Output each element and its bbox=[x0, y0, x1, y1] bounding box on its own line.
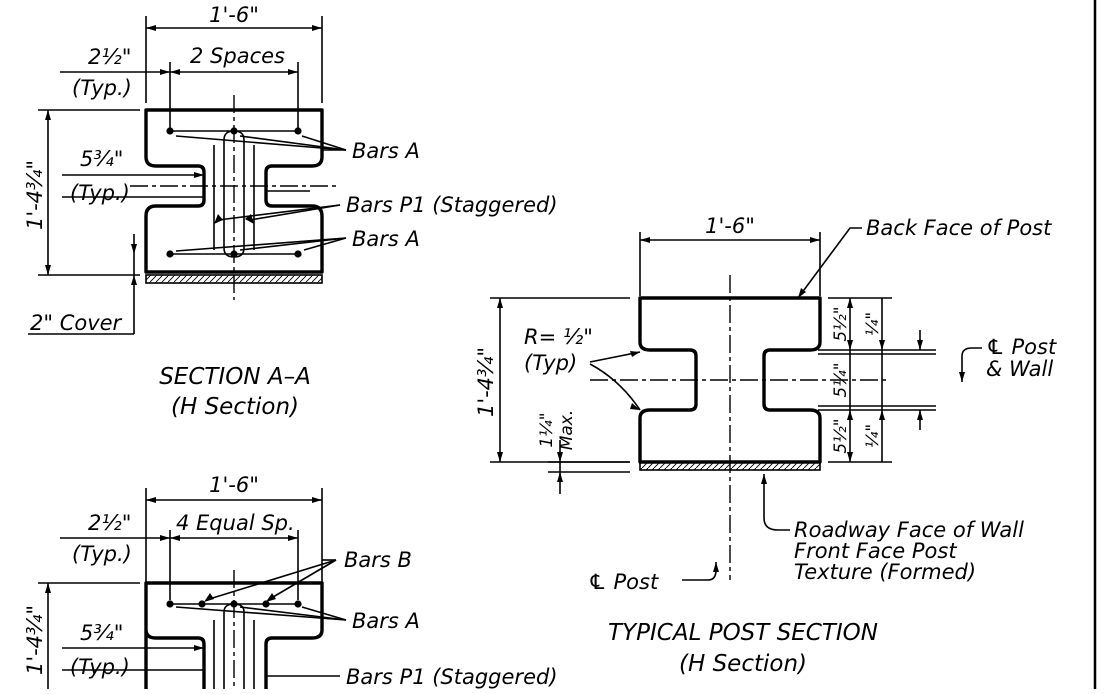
section-aa-leader-bars-p1: Bars P1 (Staggered) bbox=[214, 193, 558, 224]
section-bb-width-dimension: 1'-6" bbox=[145, 473, 323, 582]
section-aa-width-dimension: 1'-6" bbox=[145, 3, 323, 103]
section-aa-edge-label: 2½" bbox=[88, 45, 131, 69]
post-dim-quarter-2: ¼" bbox=[863, 424, 883, 448]
post-radius-callout: R= ½" (Typ) bbox=[524, 325, 641, 411]
post-dim-quarter-1: ¼" bbox=[863, 312, 883, 336]
section-aa-bars-a-top-label: Bars A bbox=[352, 139, 420, 163]
post-centerline-wall-callout: ℄ Post & Wall bbox=[959, 335, 1057, 382]
section-aa-reinforcement bbox=[166, 127, 302, 258]
post-cl-wall-label-2: & Wall bbox=[986, 357, 1053, 381]
post-dim-right-2: 5¼" bbox=[831, 362, 851, 397]
section-bb-leader-bars-p1: Bars P1 (Staggered) bbox=[266, 665, 558, 689]
section-aa-web-typ: (Typ.) bbox=[70, 181, 130, 205]
section-bb-outline bbox=[144, 581, 324, 689]
section-aa-bars-p1-label: Bars P1 (Staggered) bbox=[346, 193, 558, 217]
section-aa-cover-label: 2" Cover bbox=[30, 311, 123, 335]
post-dim-right-1: 5½" bbox=[831, 306, 851, 341]
section-bb-spaces-label: 4 Equal Sp. bbox=[176, 511, 295, 535]
section-aa-web-label: 5¾" bbox=[80, 147, 123, 171]
section-aa-subtitle: (H Section) bbox=[171, 394, 299, 420]
section-bb-edge-label: 2½" bbox=[88, 511, 131, 535]
post-cl-wall-label-1: ℄ Post bbox=[986, 335, 1057, 359]
typical-post-section: 1'-6" Back Face of Post 1'-4¾" R= ½" (Ty… bbox=[474, 214, 1057, 677]
section-aa-title: SECTION A–A bbox=[159, 364, 311, 390]
section-bb-bars-b-label: Bars B bbox=[344, 548, 412, 572]
section-aa-web-dimension: 5¾" (Typ.) bbox=[62, 147, 310, 205]
section-aa-cover-dimension: 2" Cover bbox=[28, 234, 137, 335]
post-title: TYPICAL POST SECTION bbox=[608, 620, 878, 646]
post-roadway-face-callout: Roadway Face of Wall Front Face Post Tex… bbox=[761, 474, 1024, 584]
section-bb-reinforcement bbox=[166, 600, 302, 689]
post-dim-right-3: 5½" bbox=[831, 418, 851, 453]
post-centerline-callout: ℄ Post bbox=[588, 562, 719, 594]
section-aa: 1'-6" 2½" (Typ.) 2 Spaces 1'-4¾" bbox=[23, 3, 558, 420]
section-bb-height-label: 1'-4¾" bbox=[23, 605, 47, 675]
post-max-dimension: 1¼" Max. bbox=[537, 410, 630, 494]
post-max-label: Max. bbox=[557, 410, 577, 451]
section-bb-height-dimension: 1'-4¾" bbox=[23, 582, 140, 689]
post-width-label: 1'-6" bbox=[705, 214, 755, 238]
section-aa-leader-bars-a-bottom: Bars A bbox=[175, 227, 420, 252]
post-back-face-leader: Back Face of Post bbox=[797, 216, 1052, 299]
section-aa-leader-bars-a-top: Bars A bbox=[175, 135, 420, 163]
section-bb-bars-p1-label: Bars P1 (Staggered) bbox=[346, 665, 558, 689]
section-bb-edge-typ: (Typ.) bbox=[72, 542, 132, 566]
section-aa-outline bbox=[144, 108, 324, 274]
post-height-label: 1'-4¾" bbox=[474, 347, 498, 417]
post-cl-label: ℄ Post bbox=[588, 570, 659, 594]
section-bb-web-dimension: 5¾" (Typ.) bbox=[62, 621, 204, 679]
post-max-value: 1¼" bbox=[537, 412, 557, 447]
section-bb-web-label: 5¾" bbox=[80, 621, 123, 645]
section-aa-height-dimension: 1'-4¾" bbox=[23, 109, 140, 276]
section-bb-leader-bars-b: Bars B bbox=[204, 548, 412, 602]
section-aa-bars-a-bottom-label: Bars A bbox=[352, 227, 420, 251]
post-roadway-label-2: Front Face Post bbox=[794, 539, 957, 563]
post-right-dimensions: 5½" 5¼" 5½" ¼" ¼" bbox=[818, 297, 936, 463]
section-aa-height-label: 1'-4¾" bbox=[23, 160, 47, 230]
post-subtitle: (H Section) bbox=[679, 651, 807, 677]
section-aa-spaces-label: 2 Spaces bbox=[190, 44, 285, 68]
section-bb: 1'-6" 2½" (Typ.) 4 Equal Sp. 1'-4¾" 5¾ bbox=[23, 473, 558, 689]
section-bb-leader-bars-a: Bars A bbox=[175, 606, 420, 633]
post-roadway-label-3: Texture (Formed) bbox=[794, 560, 976, 584]
section-aa-edge-typ: (Typ.) bbox=[72, 76, 132, 100]
section-bb-web-typ: (Typ.) bbox=[70, 655, 130, 679]
section-aa-width-label: 1'-6" bbox=[209, 3, 259, 27]
post-roadway-label-1: Roadway Face of Wall bbox=[794, 518, 1024, 542]
section-bb-bars-a-label: Bars A bbox=[352, 609, 420, 633]
section-bb-width-label: 1'-6" bbox=[209, 473, 259, 497]
post-radius-typ: (Typ) bbox=[524, 351, 577, 375]
post-back-face-label: Back Face of Post bbox=[866, 216, 1052, 240]
section-aa-spacing-dimension: 2½" (Typ.) 2 Spaces bbox=[60, 44, 299, 128]
post-width-dimension: 1'-6" bbox=[639, 214, 821, 296]
post-radius-label: R= ½" bbox=[524, 325, 593, 349]
section-bb-spacing-dimension: 2½" (Typ.) 4 Equal Sp. bbox=[60, 511, 299, 600]
